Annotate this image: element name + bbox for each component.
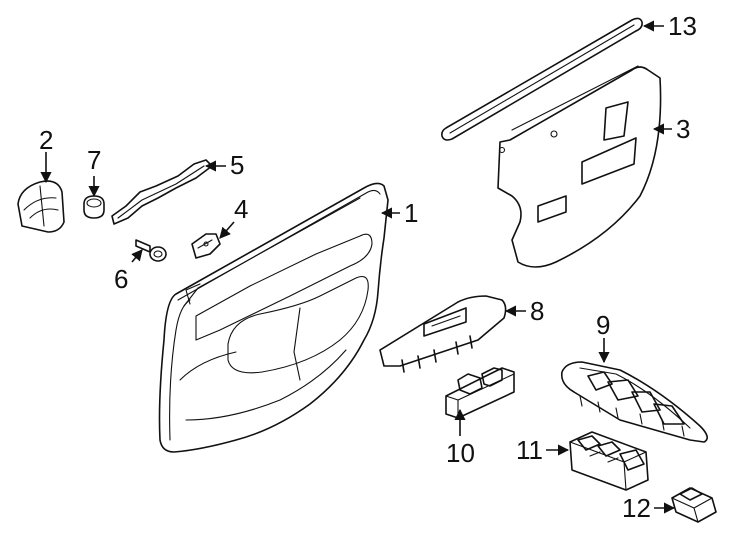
nut-part-7 xyxy=(83,195,105,219)
callout-10: 10 xyxy=(446,438,475,468)
callout-labels: 1 2 3 4 5 6 7 8 9 10 11 12 13 xyxy=(39,11,697,523)
speaker-cover-part-2 xyxy=(17,180,65,233)
callout-3: 3 xyxy=(676,114,690,144)
window-switch-part-10 xyxy=(445,367,515,419)
callout-7: 7 xyxy=(87,145,101,175)
leader-4 xyxy=(219,221,235,239)
trim-panel-insert-part-3 xyxy=(497,65,662,268)
master-switch-part-11 xyxy=(569,431,649,491)
callout-2: 2 xyxy=(39,125,53,155)
belt-molding-part-13 xyxy=(441,17,643,141)
callout-5: 5 xyxy=(230,150,244,180)
callout-4: 4 xyxy=(234,194,248,224)
callout-8: 8 xyxy=(530,296,544,326)
leader-lines xyxy=(40,20,676,514)
bracket-part-5 xyxy=(111,159,213,225)
switch-bezel-part-8 xyxy=(379,295,507,373)
door-trim-panel-part-1 xyxy=(158,182,389,453)
callout-13: 13 xyxy=(668,11,697,41)
callout-6: 6 xyxy=(114,264,128,294)
callout-9: 9 xyxy=(596,310,610,340)
leader-6 xyxy=(131,249,143,263)
callout-12: 12 xyxy=(622,493,651,523)
callout-11: 11 xyxy=(516,435,543,465)
switch-part-12 xyxy=(671,487,717,523)
clip-part-4 xyxy=(191,233,221,259)
push-pin-part-6 xyxy=(135,239,167,262)
callout-1: 1 xyxy=(404,198,418,228)
master-switch-bezel-part-9 xyxy=(560,361,708,443)
